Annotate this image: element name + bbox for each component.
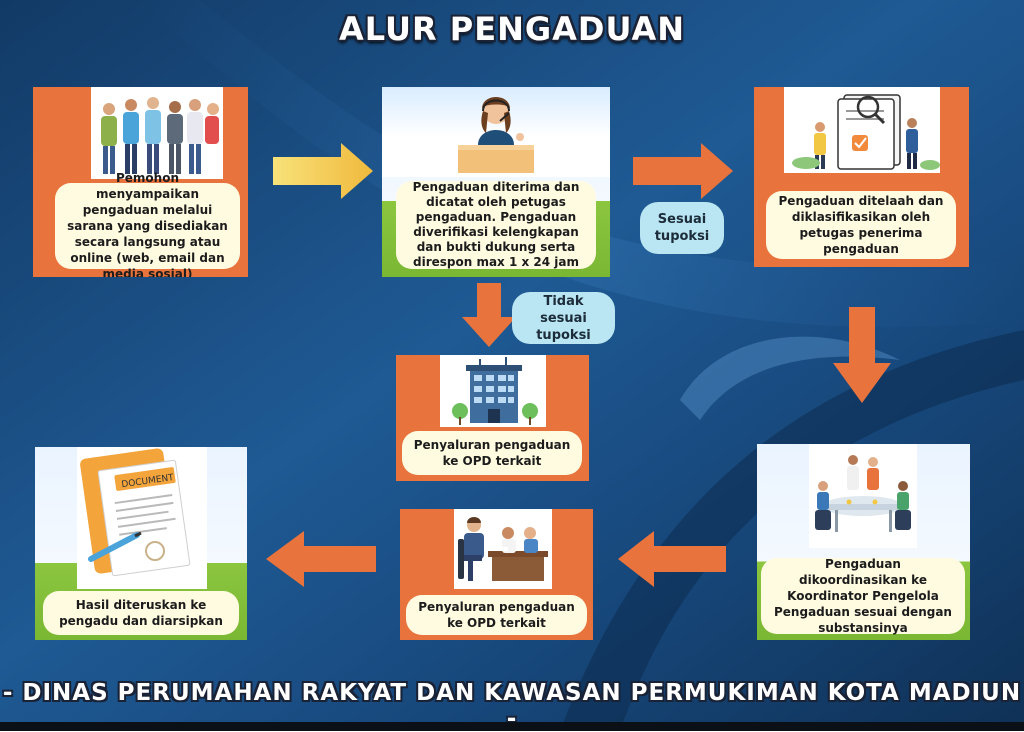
tidak-sesuai-tupoksi-label: Tidak sesuai tupoksi <box>512 292 615 344</box>
meeting-icon <box>809 444 917 548</box>
step-3-card: Pengaduan ditelaah dan diklasifikasikan … <box>754 87 969 267</box>
arrow-step4-to-step5 <box>618 531 726 587</box>
step-1-caption: Pemohon menyampaikan pengaduan melalui s… <box>55 171 240 277</box>
step-2-card: Pengaduan diterima dan dicatat oleh petu… <box>382 87 610 277</box>
arrow-step2-to-branch <box>462 283 516 347</box>
step-6-caption: Hasil diteruskan ke pengadu dan diarsipk… <box>43 591 239 635</box>
consultation-icon <box>454 509 552 589</box>
step-5-caption: Penyaluran pengaduan ke OPD terkait <box>406 595 587 635</box>
arrow-step2-to-step3 <box>633 143 733 199</box>
document-icon: DOCUMENT <box>77 447 207 589</box>
arrow-step3-to-step4 <box>833 307 891 403</box>
arrow-step1-to-step2 <box>273 143 373 199</box>
footer-agency-name: - DINAS PERUMAHAN RAKYAT DAN KAWASAN PER… <box>2 680 1022 732</box>
branch-opd-card: Penyaluran pengaduan ke OPD terkait <box>396 355 589 481</box>
page-title: ALUR PENGADUAN <box>338 10 685 48</box>
step-3-caption: Pengaduan ditelaah dan diklasifikasikan … <box>766 191 956 259</box>
step-4-caption: Pengaduan dikoordinasikan ke Koordinator… <box>761 557 965 635</box>
step-2-caption: Pengaduan diterima dan dicatat oleh petu… <box>396 180 596 269</box>
bottom-strip <box>0 722 1024 731</box>
call-center-agent-icon <box>382 87 610 177</box>
arrow-step5-to-step6 <box>266 531 376 587</box>
step-4-card: Pengaduan dikoordinasikan ke Koordinator… <box>757 444 970 640</box>
step-5-card: Penyaluran pengaduan ke OPD terkait <box>400 509 593 640</box>
step-6-card: DOCUMENT Hasil diteruskan ke pengadu dan… <box>35 447 247 640</box>
office-building-icon <box>440 355 546 427</box>
sesuai-tupoksi-label: Sesuai tupoksi <box>640 202 724 254</box>
document-review-icon <box>784 87 940 173</box>
people-group-icon <box>91 87 223 179</box>
branch-opd-caption: Penyaluran pengaduan ke OPD terkait <box>402 431 582 475</box>
step-1-card: Pemohon menyampaikan pengaduan melalui s… <box>33 87 248 277</box>
